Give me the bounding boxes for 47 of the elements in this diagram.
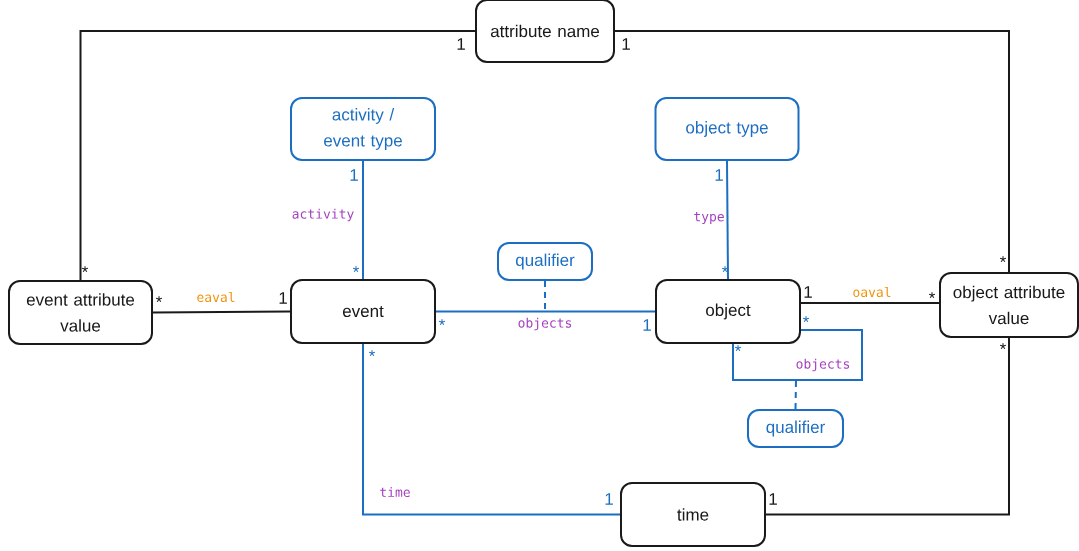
entity-box: object type: [654, 97, 800, 161]
edge-label: type: [692, 211, 726, 225]
multiplicity-label: 1: [715, 169, 723, 181]
entity-box: qualifier: [497, 242, 593, 281]
multiplicity-label: 1: [643, 319, 651, 331]
multiplicity-label: *: [438, 319, 446, 326]
edge-label: objects: [794, 357, 852, 373]
association-line: [362, 343, 621, 516]
association-line: [765, 337, 1010, 516]
entity-box: object attribute value: [939, 272, 1079, 338]
multiplicity-label: *: [155, 296, 163, 303]
multiplicity-label: 1: [350, 169, 358, 181]
entity-box: object: [655, 279, 801, 344]
association-line: [800, 302, 940, 304]
edge-label: activity: [290, 207, 356, 223]
association-line: [79, 30, 476, 281]
edge-label: oaval: [851, 285, 893, 299]
multiplicity-label: *: [352, 266, 360, 273]
multiplicity-label: *: [734, 345, 742, 352]
multiplicity-label: 1: [457, 38, 465, 50]
entity-box: event: [290, 279, 436, 344]
association-line: [152, 310, 291, 314]
multiplicity-label: 1: [605, 493, 613, 505]
multiplicity-label: 1: [279, 292, 287, 304]
entity-box: event attribute value: [8, 280, 153, 345]
edge-label: eaval: [195, 290, 237, 304]
multiplicity-label: *: [81, 266, 89, 273]
multiplicity-label: *: [999, 256, 1007, 263]
multiplicity-label: 1: [804, 286, 812, 298]
association-line: [726, 160, 729, 280]
edge-label: objects: [516, 316, 574, 332]
multiplicity-label: *: [802, 316, 810, 323]
entity-box: activity / event type: [290, 97, 436, 161]
association-line: [614, 30, 1010, 273]
dashed-link: [794, 379, 797, 410]
multiplicity-label: *: [368, 350, 376, 357]
multiplicity-label: 1: [769, 493, 777, 505]
association-line: [435, 310, 656, 313]
multiplicity-label: *: [999, 343, 1007, 350]
multiplicity-label: 1: [622, 38, 630, 50]
entity-box: qualifier: [747, 409, 844, 448]
dashed-link: [544, 280, 546, 310]
association-line: [362, 160, 364, 280]
edge-label: time: [378, 485, 412, 498]
entity-box: time: [620, 482, 766, 547]
entity-box: attribute name: [475, 0, 615, 63]
multiplicity-label: *: [928, 292, 936, 299]
